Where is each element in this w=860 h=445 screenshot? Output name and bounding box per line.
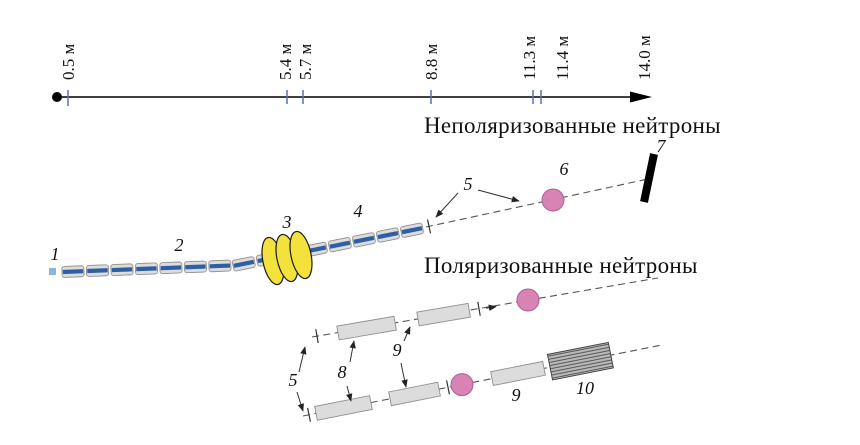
distance-arrow-up [403, 326, 411, 342]
beam-break-tick [307, 407, 311, 422]
distance-arrow-up [298, 346, 307, 373]
label-monitor: 6 [560, 159, 569, 179]
beam-break-tick [477, 301, 481, 316]
polarizer-segment [336, 315, 397, 341]
label-polarizer-first: 8 [338, 362, 347, 382]
beam-break-tick [315, 329, 319, 344]
axis-tick-label: 5.4 м [276, 44, 295, 81]
axis-tick-label: 11.4 м [553, 36, 572, 80]
polarized-beamline-2 [302, 341, 663, 422]
unpolarized-beamline [425, 153, 658, 234]
label-analyzer-section: 9 [512, 385, 521, 405]
distance-arrow-up [349, 340, 356, 363]
guide-entrance-window [49, 268, 56, 275]
label-detector: 7 [657, 136, 667, 156]
guide-run-1 [61, 259, 232, 278]
label-coils: 3 [282, 212, 292, 232]
distance-arrow-down [296, 391, 304, 412]
polarizer-segment [388, 381, 441, 407]
axis-arrowhead-icon [630, 91, 652, 103]
monitor-circle [516, 288, 540, 312]
component-labels: 1 2 3 4 5 6 7 5 8 9 9 10 [51, 136, 667, 405]
label-guide-run: 2 [175, 235, 184, 255]
distance-arrow-down [346, 385, 353, 402]
beam-axis-dashed [425, 178, 649, 228]
guide-segment [134, 262, 159, 276]
label-polarizer-second: 9 [393, 340, 402, 360]
guide-segment [208, 259, 232, 273]
monitor-circle [541, 188, 565, 212]
guide-segment [183, 260, 208, 274]
beam-break-tick [446, 380, 450, 395]
distance-arrow-down [400, 362, 408, 388]
guide-segment [399, 222, 425, 239]
pointer-to-monitor [477, 189, 520, 203]
axis-tick-label: 5.7 м [296, 44, 315, 81]
guide-segment [327, 236, 353, 253]
axis-tick-label: 8.8 м [422, 44, 441, 81]
axis-tick-label: 14.0 м [635, 35, 654, 80]
distance-arrows [296, 326, 411, 412]
polarized-neutrons-title: Поляризованные нейтроны [424, 253, 698, 278]
label-guide-entrance: 1 [51, 244, 60, 264]
polarizer-segment [314, 395, 373, 421]
neutron-guide [49, 222, 425, 278]
guide-segment [231, 255, 257, 272]
label-analyzer-stack: 10 [576, 378, 594, 398]
spin-flipper-coils [261, 230, 313, 286]
guide-segment [61, 265, 85, 278]
analyzer-stack-block [546, 341, 614, 381]
guide-segment [110, 263, 134, 277]
analyzer-segment [490, 360, 546, 386]
axis-tick-label: 0.5 м [59, 44, 78, 81]
pointer-to-gap [435, 192, 459, 218]
guide-segment [159, 261, 183, 275]
monitor-circle [450, 373, 474, 397]
label-gap-top: 5 [464, 174, 473, 194]
beam-direction-arrow [485, 304, 497, 311]
beam-break-tick [426, 219, 432, 234]
polarized-beamline-1 [311, 277, 659, 344]
coil-ellipse [289, 230, 313, 280]
label-gap-bottom: 5 [289, 370, 298, 390]
polarizer-segment [416, 302, 471, 327]
label-guide-exit: 4 [354, 201, 363, 221]
axis-origin-dot [52, 92, 62, 102]
guide-segment [85, 264, 110, 278]
guide-segment [375, 226, 401, 244]
distance-axis: 0.5 м 5.4 м 5.7 м 8.8 м 11.3 м 11.4 м 14… [52, 35, 654, 106]
detector-bar [640, 153, 658, 203]
guide-segment [351, 231, 377, 248]
unpolarized-neutrons-title: Неполяризованные нейтроны [424, 113, 721, 138]
guide-run-2 [231, 222, 425, 272]
axis-tick-label: 11.3 м [520, 36, 539, 80]
